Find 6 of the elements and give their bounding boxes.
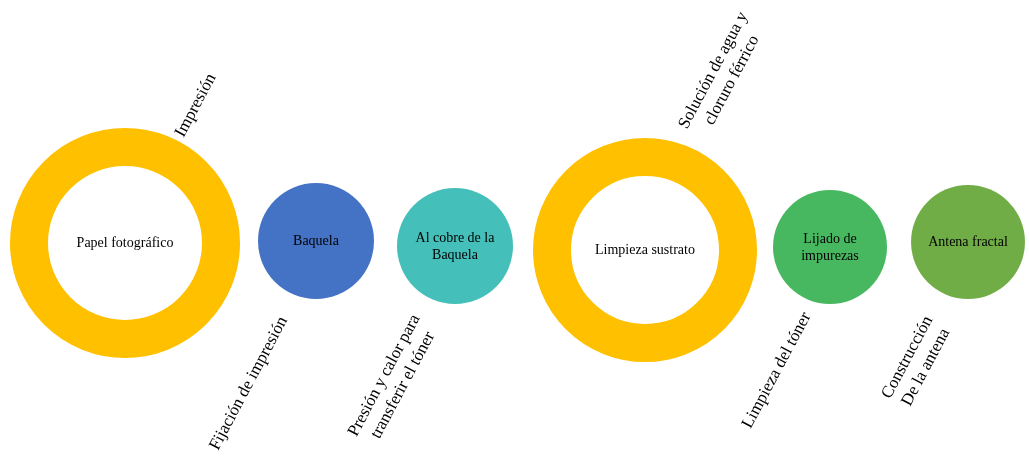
node-label: Antena fractal — [928, 233, 1008, 251]
node-label: Baquela — [293, 232, 339, 250]
node-label: Limpieza sustrato — [595, 241, 695, 259]
node-label: Lijado de impurezas — [800, 229, 860, 265]
node-label: Papel fotográfico — [76, 234, 174, 252]
node-label: Al cobre de la Baquela — [414, 228, 496, 264]
